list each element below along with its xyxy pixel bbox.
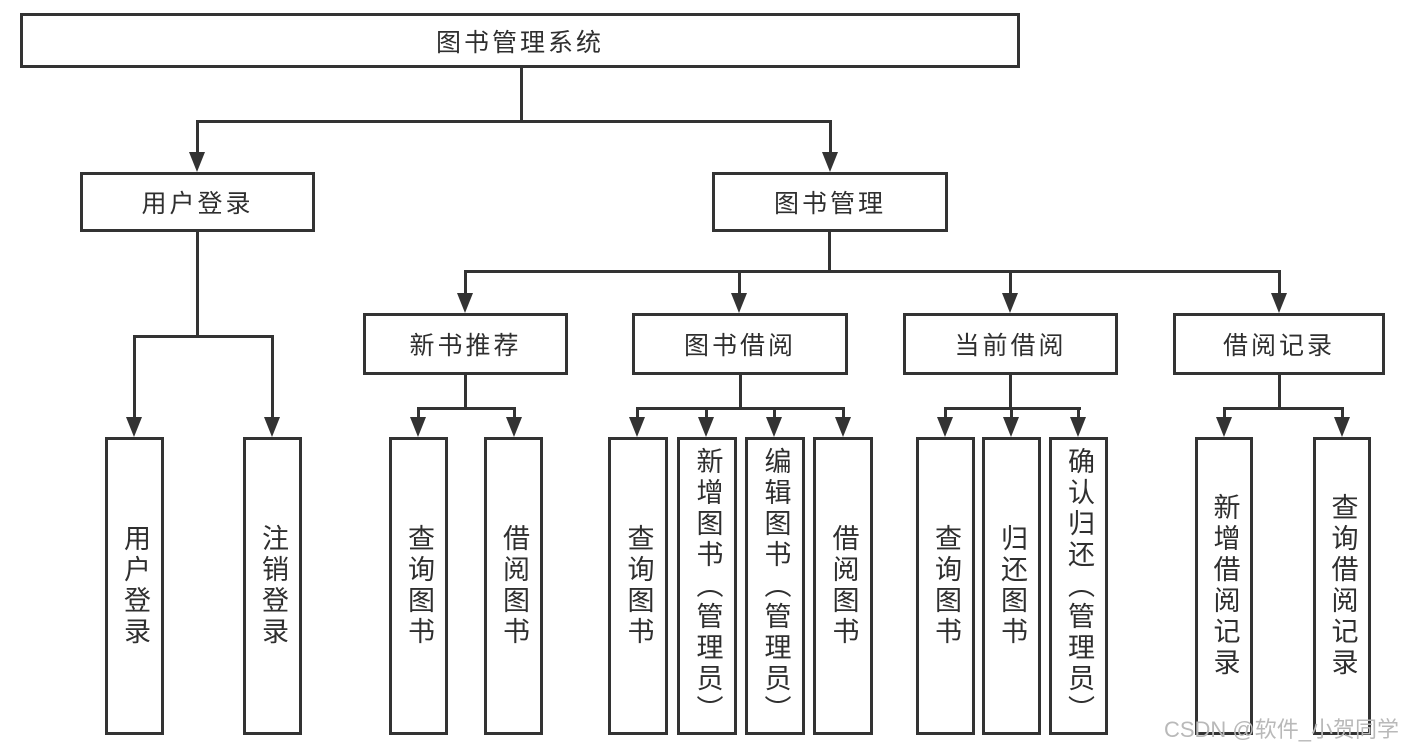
connector-vline bbox=[1278, 375, 1281, 409]
connector-vline bbox=[417, 407, 420, 419]
leaf-confirm-return-admin: 确认归还（管理员） bbox=[1049, 437, 1108, 735]
connector-vline bbox=[773, 407, 776, 419]
arrowhead-icon bbox=[1271, 293, 1287, 313]
node-user-login: 用户登录 bbox=[80, 172, 315, 232]
connector-vline bbox=[1223, 407, 1226, 419]
leaf-current-query-books: 查询图书 bbox=[916, 437, 975, 735]
connector-vline bbox=[636, 407, 639, 419]
connector-hline bbox=[636, 407, 845, 410]
leaf-add-borrow-record: 新增借阅记录 bbox=[1195, 437, 1253, 735]
arrowhead-icon bbox=[410, 417, 426, 437]
csdn-watermark: CSDN @软件_小贺同学 bbox=[1163, 717, 1399, 742]
arrowhead-icon bbox=[731, 293, 747, 313]
connector-vline bbox=[1010, 407, 1013, 419]
connector-vline bbox=[1009, 270, 1012, 295]
connector-hline bbox=[1223, 407, 1344, 410]
arrowhead-icon bbox=[937, 417, 953, 437]
arrowhead-icon bbox=[457, 293, 473, 313]
connector-vline bbox=[196, 120, 199, 155]
connector-hline bbox=[133, 335, 274, 338]
node-borrowing-records: 借阅记录 bbox=[1173, 313, 1385, 375]
node-book-borrowing: 图书借阅 bbox=[632, 313, 848, 375]
arrowhead-icon bbox=[698, 417, 714, 437]
connector-vline bbox=[196, 232, 199, 337]
connector-vline bbox=[513, 407, 516, 419]
connector-vline bbox=[464, 270, 467, 295]
connector-vline bbox=[133, 335, 136, 419]
connector-vline bbox=[464, 375, 467, 409]
leaf-return-books: 归还图书 bbox=[982, 437, 1041, 735]
arrowhead-icon bbox=[1003, 417, 1019, 437]
arrowhead-icon bbox=[506, 417, 522, 437]
leaf-recommend-borrow-books: 借阅图书 bbox=[484, 437, 543, 735]
connector-vline bbox=[705, 407, 708, 419]
connector-hline bbox=[464, 270, 1280, 273]
connector-vline bbox=[842, 407, 845, 419]
connector-vline bbox=[829, 120, 832, 155]
arrowhead-icon bbox=[766, 417, 782, 437]
leaf-borrowing-query-books: 查询图书 bbox=[608, 437, 668, 735]
connector-vline bbox=[1077, 407, 1080, 419]
connector-hline bbox=[196, 120, 832, 123]
node-library-system: 图书管理系统 bbox=[20, 13, 1020, 68]
arrowhead-icon bbox=[264, 417, 280, 437]
arrowhead-icon bbox=[1216, 417, 1232, 437]
connector-hline bbox=[417, 407, 516, 410]
node-book-management: 图书管理 bbox=[712, 172, 948, 232]
arrowhead-icon bbox=[126, 417, 142, 437]
arrowhead-icon bbox=[1002, 293, 1018, 313]
connector-vline bbox=[1341, 407, 1344, 419]
arrowhead-icon bbox=[189, 152, 205, 172]
connector-vline bbox=[1009, 375, 1012, 409]
leaf-query-borrow-record: 查询借阅记录 bbox=[1313, 437, 1371, 735]
arrowhead-icon bbox=[822, 152, 838, 172]
node-current-borrowing: 当前借阅 bbox=[903, 313, 1118, 375]
leaf-logout-login: 注销登录 bbox=[243, 437, 302, 735]
leaf-add-books-admin: 新增图书（管理员） bbox=[677, 437, 737, 735]
node-new-book-recommend: 新书推荐 bbox=[363, 313, 568, 375]
leaf-user-login: 用户登录 bbox=[105, 437, 164, 735]
arrowhead-icon bbox=[835, 417, 851, 437]
connector-vline bbox=[271, 335, 274, 419]
connector-vline bbox=[1278, 270, 1281, 295]
arrowhead-icon bbox=[1070, 417, 1086, 437]
connector-vline bbox=[520, 66, 523, 122]
leaf-recommend-query-books: 查询图书 bbox=[389, 437, 448, 735]
connector-vline bbox=[739, 375, 742, 409]
arrowhead-icon bbox=[1334, 417, 1350, 437]
arrowhead-icon bbox=[629, 417, 645, 437]
connector-vline bbox=[738, 270, 741, 295]
connector-vline bbox=[944, 407, 947, 419]
connector-vline bbox=[828, 232, 831, 272]
leaf-edit-books-admin: 编辑图书（管理员） bbox=[745, 437, 805, 735]
leaf-borrow-books: 借阅图书 bbox=[813, 437, 873, 735]
